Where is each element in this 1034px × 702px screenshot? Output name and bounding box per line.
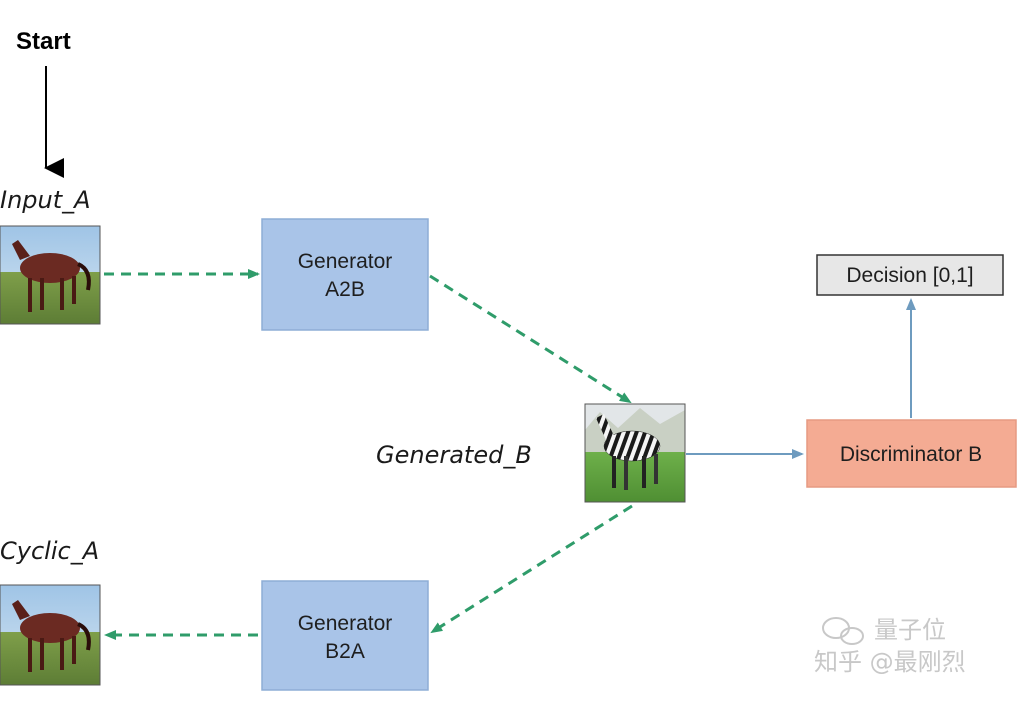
generator-a2b-line2: A2B — [325, 278, 365, 301]
input-a-image — [0, 225, 101, 325]
watermark: 量子位 知乎 @最刚烈 — [814, 616, 966, 676]
discriminator-b-box: Discriminator B — [806, 419, 1017, 488]
generator-b2a-line2: B2A — [325, 640, 365, 663]
arrow-generated-to-b2a — [430, 504, 633, 634]
watermark-line1: 量子位 — [874, 616, 946, 644]
start-label: Start — [16, 28, 71, 55]
cyclic-a-image — [0, 584, 101, 686]
input-a-label: Input_A — [0, 186, 91, 214]
arrow-a2b-to-generated — [429, 274, 632, 404]
generator-b2a-line1: Generator — [298, 612, 393, 635]
generated-b-image — [584, 403, 686, 503]
watermark-line2: 知乎 @最刚烈 — [814, 648, 966, 676]
generator-a2b-line1: Generator — [298, 250, 393, 273]
wechat-icon — [822, 617, 864, 645]
decision-label: Decision [0,1] — [846, 264, 973, 287]
generator-a2b-box: Generator A2B — [261, 218, 429, 331]
generated-b-label: Generated_B — [376, 441, 532, 469]
generator-b2a-box: Generator B2A — [261, 580, 429, 691]
discriminator-b-label: Discriminator B — [840, 443, 982, 466]
cyclic-a-label: Cyclic_A — [0, 537, 99, 565]
decision-box: Decision [0,1] — [816, 254, 1004, 296]
